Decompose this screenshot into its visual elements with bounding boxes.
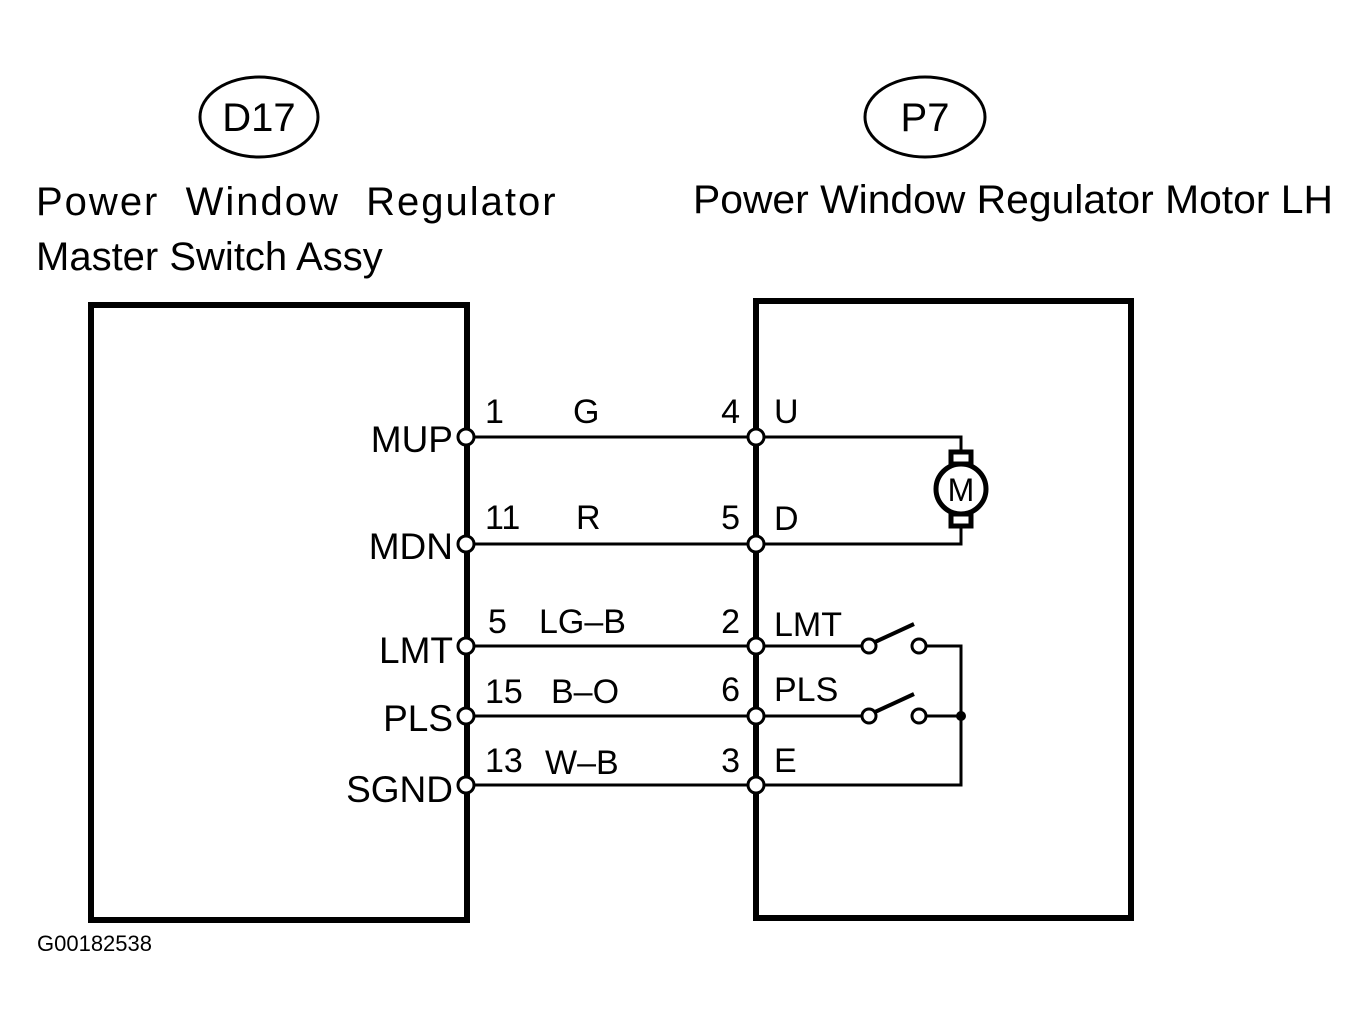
signal-label: E [774, 742, 797, 780]
pin-number: 4 [721, 393, 740, 431]
pin-number: 2 [721, 603, 740, 641]
signal-label: PLS [774, 671, 838, 709]
signal-label: LMT [774, 606, 842, 644]
terminal-mdn [456, 534, 476, 554]
terminal-pls [456, 706, 476, 726]
wire-color: G [573, 393, 599, 431]
signal-label: MUP [371, 419, 453, 460]
pin-number: 13 [485, 742, 523, 780]
left-pin-numbers: 1 11 5 15 13 [485, 393, 523, 780]
wire-color: W–B [545, 744, 619, 782]
wires [467, 435, 756, 787]
connector-id-p7: P7 [901, 96, 950, 140]
left-component-title-line2: Master Switch Assy [36, 235, 383, 279]
connector-badge-d17: D17 [198, 75, 320, 159]
terminal-d [746, 534, 766, 554]
left-signal-labels: MUP MDN LMT PLS SGND [346, 419, 453, 810]
wire-color: LG–B [539, 603, 626, 641]
terminal-lmt-motor [746, 636, 766, 656]
motor-icon: M [933, 449, 989, 529]
right-component-title: Power Window Regulator Motor LH [693, 178, 1333, 222]
junction-dot [956, 711, 966, 721]
pin-number: 11 [485, 499, 520, 537]
signal-label: U [774, 393, 799, 431]
left-component-title-line1: Power Window Regulator [36, 180, 558, 224]
pin-number: 5 [488, 603, 507, 641]
pin-number: 3 [721, 742, 740, 780]
pls-switch-icon [860, 692, 928, 725]
figure-reference: G00182538 [37, 931, 152, 956]
pin-number: 5 [721, 499, 740, 537]
terminal-e [746, 775, 766, 795]
terminal-sgnd [456, 775, 476, 795]
wire-color: B–O [551, 673, 619, 711]
motor-wire-d [756, 524, 963, 546]
wire-color: R [576, 499, 601, 537]
terminal-mup [456, 427, 476, 447]
right-signal-labels: U D LMT PLS E [774, 393, 842, 780]
motor-wire-u [756, 435, 963, 455]
signal-label: MDN [369, 526, 453, 567]
signal-label: PLS [383, 698, 453, 739]
wire-color-labels: G R LG–B B–O W–B [539, 393, 626, 782]
terminal-u [746, 427, 766, 447]
motor-circuit [756, 435, 963, 546]
pin-number: 6 [721, 671, 740, 709]
right-terminals [746, 427, 766, 795]
motor-box [753, 298, 1134, 921]
pin-number: 15 [485, 673, 523, 711]
left-terminals [456, 427, 476, 795]
motor-symbol: M [948, 472, 975, 508]
signal-label: D [774, 500, 799, 538]
pin-number: 1 [485, 393, 504, 431]
signal-label: LMT [379, 630, 453, 671]
terminal-lmt [456, 636, 476, 656]
connector-id-d17: D17 [222, 96, 295, 140]
master-switch-box [88, 302, 470, 923]
lmt-switch-icon [860, 622, 928, 655]
signal-label: SGND [346, 769, 453, 810]
terminal-pls-motor [746, 706, 766, 726]
connector-badge-p7: P7 [863, 75, 987, 159]
right-pin-numbers: 4 5 2 6 3 [721, 393, 740, 780]
